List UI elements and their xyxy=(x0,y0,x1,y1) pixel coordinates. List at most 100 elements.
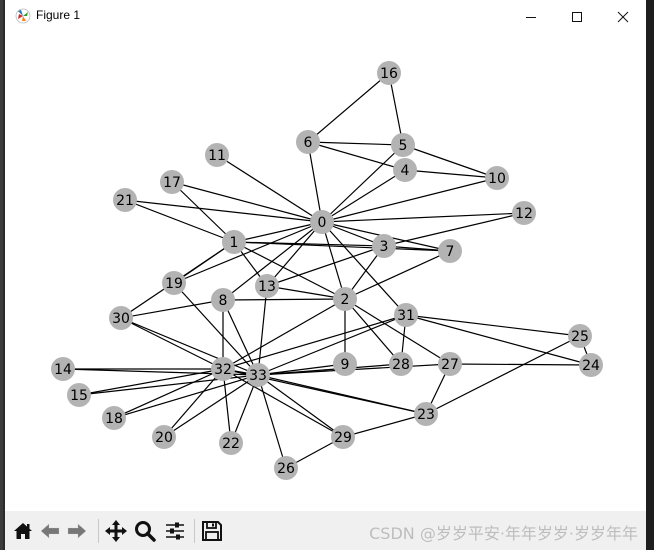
graph-edge xyxy=(321,221,346,300)
graph-edge xyxy=(321,221,407,316)
graph-node: 10 xyxy=(485,166,509,190)
toolbar-separator xyxy=(194,519,195,543)
graph-edge xyxy=(405,314,581,337)
node-circle xyxy=(211,357,235,381)
graph-edge xyxy=(307,72,390,143)
graph-edge xyxy=(257,374,344,438)
node-label: 9 xyxy=(341,357,350,373)
graph-edge xyxy=(120,299,224,319)
navigation-toolbar: CSDN @岁岁平安·年年岁岁·岁岁年年 xyxy=(5,511,646,550)
node-label: 26 xyxy=(277,461,295,477)
node-label: 33 xyxy=(249,368,267,384)
close-button[interactable] xyxy=(600,0,646,33)
csdn-watermark: CSDN @岁岁平安·年年岁岁·岁岁年年 xyxy=(369,524,638,543)
graph-edge xyxy=(257,285,268,376)
graph-edge xyxy=(222,298,346,370)
graph-edge xyxy=(266,245,385,287)
node-label: 2 xyxy=(341,292,350,308)
zoom-button[interactable] xyxy=(133,519,157,543)
node-label: 0 xyxy=(318,215,327,231)
node-label: 1 xyxy=(230,235,239,251)
node-circle xyxy=(333,352,357,376)
graph-edge xyxy=(405,314,592,366)
graph-edge xyxy=(307,141,404,146)
node-circle xyxy=(389,352,413,376)
graph-edge xyxy=(171,181,235,243)
node-circle xyxy=(310,210,334,234)
node-circle xyxy=(246,363,270,387)
node-label: 27 xyxy=(441,357,459,373)
graph-node: 29 xyxy=(331,425,355,449)
graph-edge xyxy=(222,368,232,444)
node-label: 11 xyxy=(208,148,226,164)
node-label: 5 xyxy=(399,138,408,154)
graph-edge xyxy=(163,374,259,438)
minimize-button[interactable] xyxy=(508,0,554,33)
node-circle xyxy=(331,425,355,449)
graph-edge xyxy=(307,141,406,171)
node-circle xyxy=(51,357,75,381)
graph-edge xyxy=(163,368,224,438)
graph-edge xyxy=(344,250,451,300)
left-window-edge xyxy=(0,0,5,550)
graph-node: 5 xyxy=(391,133,415,157)
graph-node: 25 xyxy=(568,324,592,348)
node-circle xyxy=(219,431,243,455)
sliders-icon xyxy=(166,522,184,540)
toolbar-separator xyxy=(98,519,99,543)
node-label: 10 xyxy=(488,171,506,187)
forward-button[interactable] xyxy=(65,519,89,543)
node-circle xyxy=(579,353,603,377)
node-label: 6 xyxy=(304,135,313,151)
node-circle xyxy=(102,406,126,430)
node-circle xyxy=(162,271,186,295)
node-label: 13 xyxy=(258,279,276,295)
node-label: 32 xyxy=(214,362,232,378)
node-circle xyxy=(152,425,176,449)
node-label: 30 xyxy=(112,311,130,327)
home-button[interactable] xyxy=(11,519,35,543)
graph-edge xyxy=(120,317,224,370)
node-label: 8 xyxy=(219,293,228,309)
graph-edge xyxy=(321,144,404,223)
graph-edge xyxy=(425,335,581,415)
node-circle xyxy=(372,234,396,258)
pan-button[interactable] xyxy=(104,519,128,543)
node-circle xyxy=(211,288,235,312)
node-label: 23 xyxy=(417,407,435,423)
node-circle xyxy=(394,303,418,327)
node-label: 16 xyxy=(380,66,398,82)
graph-node: 12 xyxy=(512,201,536,225)
graph-node: 8 xyxy=(211,288,235,312)
close-icon xyxy=(617,11,629,22)
save-button[interactable] xyxy=(200,519,224,543)
graph-node: 17 xyxy=(160,170,184,194)
graph-node: 3 xyxy=(372,234,396,258)
floppy-disk-icon xyxy=(202,521,222,541)
node-circle xyxy=(109,306,133,330)
graph-edge xyxy=(342,413,427,438)
node-label: 19 xyxy=(165,276,183,292)
graph-edge xyxy=(383,212,525,247)
node-label: 28 xyxy=(392,357,410,373)
graph-edge xyxy=(257,374,427,415)
node-label: 21 xyxy=(116,193,134,209)
node-circle xyxy=(67,383,91,407)
graph-edge xyxy=(266,285,346,300)
graph-edge xyxy=(216,154,323,223)
graph-edge xyxy=(113,368,224,419)
graph-node: 2 xyxy=(333,287,357,311)
maximize-button[interactable] xyxy=(554,0,600,33)
configure-subplots-button[interactable] xyxy=(163,519,187,543)
graph-node: 15 xyxy=(67,383,91,407)
graph-node: 28 xyxy=(389,352,413,376)
graph-edge xyxy=(257,314,407,376)
magnifier-icon xyxy=(135,521,156,542)
graph-edge xyxy=(388,72,404,146)
title-bar[interactable]: Figure 1 xyxy=(5,0,646,33)
graph-node: 14 xyxy=(51,357,75,381)
back-button[interactable] xyxy=(38,519,62,543)
graph-edge xyxy=(344,298,402,365)
